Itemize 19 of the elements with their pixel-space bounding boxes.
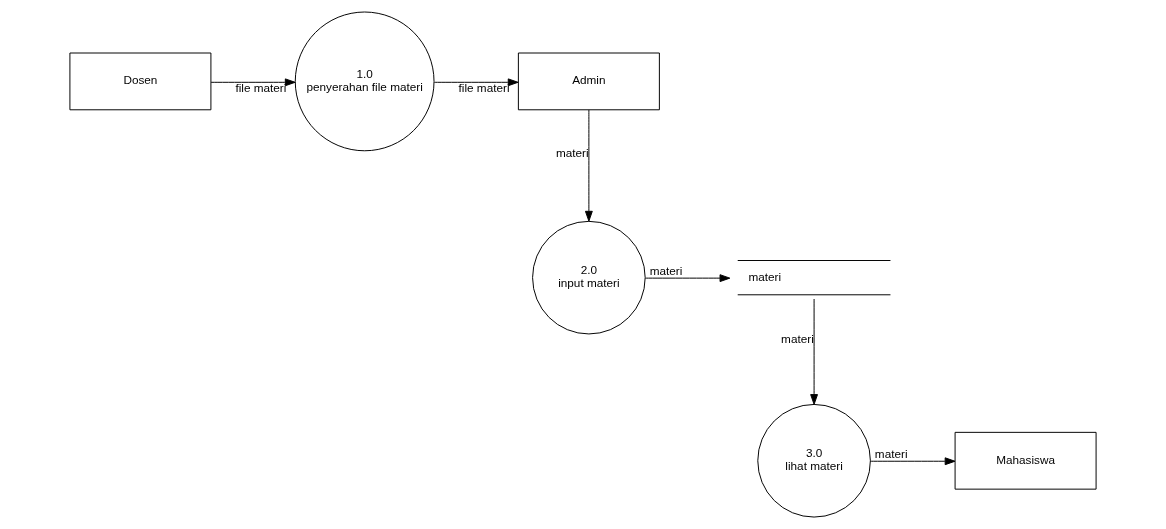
edge-label: file materi — [235, 80, 287, 94]
node-circle: 1.0 penyerahan file materi — [294, 11, 435, 152]
node-circle: 3.0 lihat materi — [757, 403, 871, 518]
arrow — [210, 78, 296, 87]
edge-label: materi — [874, 446, 908, 460]
arrow — [644, 274, 731, 283]
arrow — [810, 298, 818, 405]
edge-label: materi — [781, 332, 814, 346]
arrow — [584, 109, 593, 222]
node-box: Mahasiswa — [954, 431, 1097, 490]
arrow — [870, 457, 956, 466]
node-box: Dosen — [69, 52, 212, 111]
edge-label: materi — [555, 146, 589, 160]
arrow — [433, 78, 519, 87]
node-text: materi — [748, 270, 782, 284]
edge-label: materi — [649, 263, 683, 277]
node-circle: 2.0 input materi — [532, 220, 646, 335]
edge-label: file materi — [458, 80, 510, 94]
node-box: Admin — [517, 52, 660, 111]
